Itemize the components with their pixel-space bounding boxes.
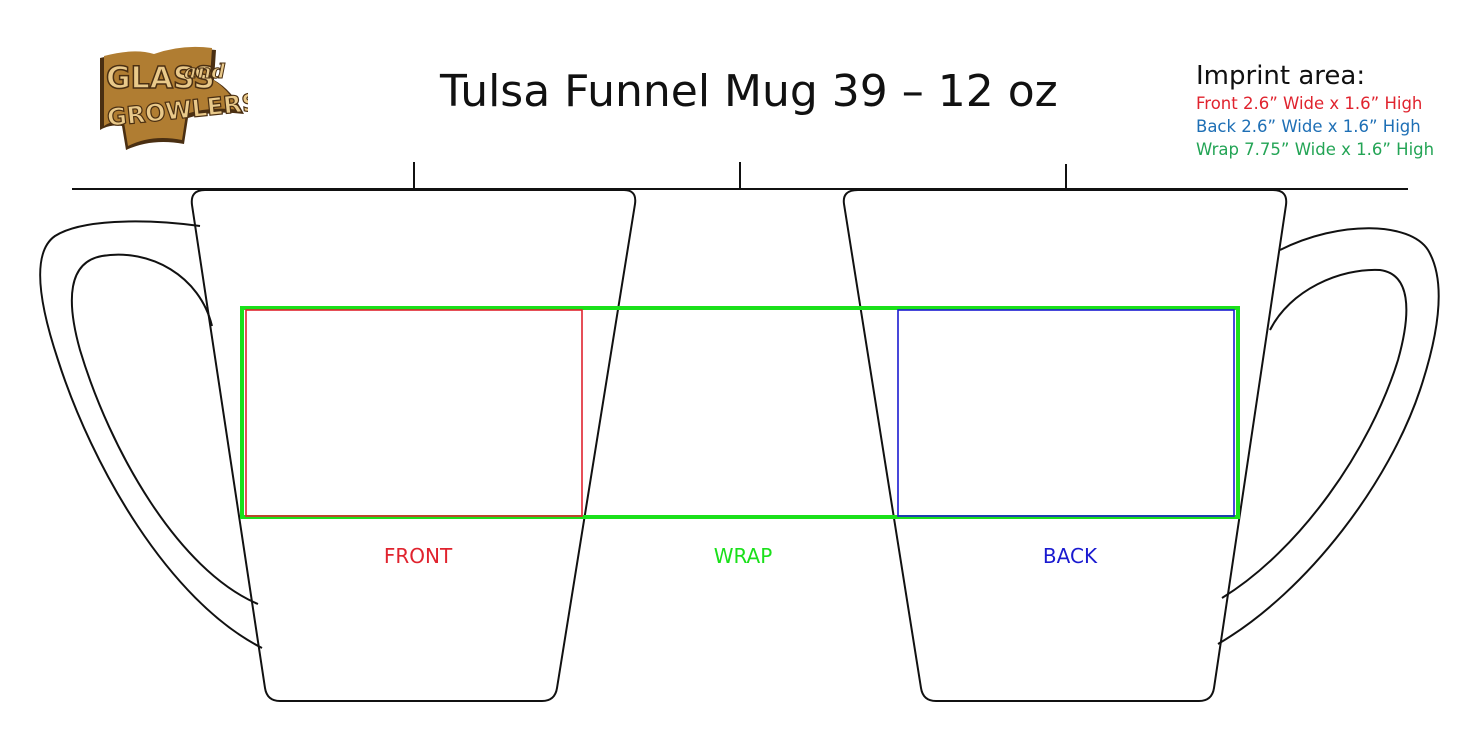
logo-text-glass: GLASS [106, 61, 215, 96]
imprint-front-spec: Front 2.6” Wide x 1.6” High [1196, 94, 1423, 113]
glass-and-growlers-logo: GLASS and GROWLERS [100, 46, 248, 150]
page-title: Tulsa Funnel Mug 39 – 12 oz [440, 66, 1058, 117]
back-label: BACK [1042, 544, 1098, 568]
front-handle-outer [39, 220, 263, 649]
mug-outline [39, 162, 1440, 702]
front-handle-inner [70, 253, 259, 605]
front-mug-body [190, 189, 637, 702]
wrap-label: WRAP [713, 544, 773, 568]
wrap-imprint-area [240, 306, 1240, 519]
front-imprint-area [245, 309, 583, 517]
front-label: FRONT [383, 544, 453, 568]
back-imprint-area [897, 309, 1235, 517]
imprint-heading: Imprint area: [1196, 61, 1366, 91]
back-handle-inner [1221, 268, 1408, 599]
back-mug-body [842, 189, 1288, 702]
imprint-back-spec: Back 2.6” Wide x 1.6” High [1196, 117, 1421, 136]
logo-text-and: and [184, 59, 226, 83]
back-handle-outer [1217, 227, 1440, 645]
imprint-wrap-spec: Wrap 7.75” Wide x 1.6” High [1196, 140, 1435, 159]
imprint-info: Imprint area: Front 2.6” Wide x 1.6” Hig… [1196, 60, 1434, 161]
